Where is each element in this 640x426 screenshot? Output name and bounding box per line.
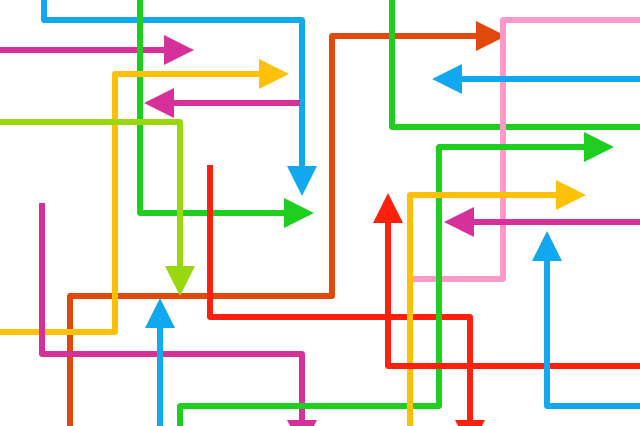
- arrow-orange-red-long: [67, 21, 506, 426]
- arrow-red-center: [207, 165, 485, 426]
- arrow-magenta-left-up: [39, 203, 317, 426]
- arrow-yellow-right: [407, 180, 586, 426]
- arrow-yellow-upper: [0, 59, 289, 335]
- arrow-blue-top-corner: [41, 0, 317, 196]
- arrow-red-right: [373, 193, 640, 369]
- arrow-green-right: [177, 132, 614, 426]
- arrow-lime: [0, 119, 195, 296]
- arrow-green-vertical-left: [137, 0, 314, 228]
- arrow-blue-right-up: [532, 231, 640, 409]
- arrow-green-top-right: [389, 0, 640, 130]
